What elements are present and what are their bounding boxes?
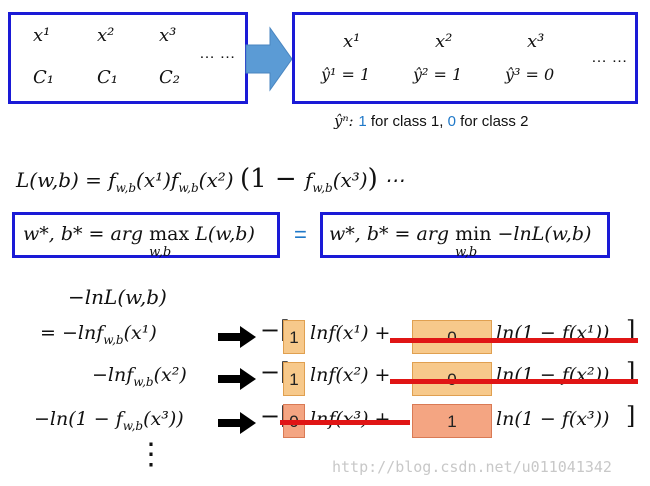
row1-term1: lnf(x¹) +: [310, 322, 391, 344]
right-ellipsis: … …: [591, 49, 628, 66]
argmax-sub: w,b: [149, 245, 172, 260]
argmax-lhs: w*, b* = arg: [23, 223, 150, 245]
row3-term2: ln(1 − f(x³)): [496, 408, 610, 430]
c2-label: C₂: [159, 67, 180, 88]
argmax-op: max: [149, 223, 190, 245]
row3-term1: lnf(x³) +: [310, 408, 391, 430]
lk-f3: f: [304, 168, 313, 192]
row1-coef-1: 1: [283, 320, 305, 354]
row2-left-text: −lnf: [92, 364, 134, 386]
lk-s3: w,b: [312, 181, 333, 195]
x1-label-right: x¹: [343, 31, 361, 52]
row1-coef-2: 0: [412, 320, 492, 354]
row2-left: −lnfw,b(x²): [92, 364, 187, 389]
lk-p2: ): [367, 164, 378, 194]
argmin-sub: w,b: [455, 245, 478, 260]
argmin-rhs: −lnL(w,b): [491, 223, 592, 245]
row2-sub: w,b: [133, 374, 154, 389]
likelihood-equation: L(w,b) = fw,b(x¹)fw,b(x²) (1 − fw,b(x³))…: [16, 164, 404, 195]
argmin-lhs: w*, b* = arg: [329, 223, 456, 245]
row2-coef-1: 1: [283, 362, 305, 396]
c1-label-a: C₁: [33, 67, 54, 88]
row1-strike: [390, 338, 638, 343]
row3-sub: w,b: [122, 418, 144, 433]
labels-box: x¹ x² x³ ŷ¹ = 1 ŷ² = 1 ŷ³ = 0 … …: [292, 12, 638, 104]
lk-f2: f: [170, 168, 179, 192]
row1-sub: w,b: [103, 332, 124, 347]
row3-coef-2: 1: [412, 404, 492, 438]
training-data-box: x¹ x² x³ C₁ C₁ C₂ … …: [8, 12, 248, 104]
row3-arg: (x³)): [143, 408, 184, 430]
legend-suffix: for class 2: [455, 113, 529, 130]
row3-bracket-close: ]: [626, 402, 636, 430]
lk-f1: f: [108, 168, 116, 192]
lk-a2: (x²): [198, 168, 234, 192]
right-arrow-icon: [245, 26, 293, 92]
watermark: http://blog.csdn.net/u011041342: [332, 458, 612, 476]
argmin-op: min: [455, 223, 492, 245]
vertical-ellipsis: ⋮: [136, 438, 166, 471]
legend-one: 1: [358, 113, 367, 130]
x2-label-right: x²: [435, 31, 453, 52]
y1-label: ŷ¹ = 1: [321, 65, 371, 84]
equals-sign: =: [294, 222, 307, 247]
y2-label: ŷ² = 1: [413, 65, 463, 84]
lk-tail: ⋯: [377, 168, 405, 192]
left-ellipsis: … …: [199, 45, 236, 62]
row2-arg: (x²): [153, 364, 187, 386]
argmax-rhs: L(w,b): [189, 223, 255, 245]
x2-label: x²: [97, 25, 115, 46]
lk-lhs: L(w,b) =: [16, 168, 109, 192]
class-legend: ŷⁿ: 1 for class 1, 0 for class 2: [334, 112, 528, 130]
arrow-icon-row1: [218, 326, 256, 348]
legend-prefix: ŷⁿ:: [334, 112, 359, 130]
c1-label-b: C₁: [97, 67, 118, 88]
row2-bracket-close: ]: [626, 358, 636, 386]
legend-mid: for class 1,: [366, 113, 448, 130]
arrow-icon-row2: [218, 368, 256, 390]
row3-strike: [280, 420, 410, 425]
row2-term1: lnf(x²) +: [310, 364, 391, 386]
legend-zero: 0: [447, 113, 456, 130]
lk-a1: (x¹): [136, 168, 171, 192]
row1-bracket-close: ]: [626, 316, 636, 344]
lk-a3: (x³): [332, 168, 368, 192]
row1-left: = −lnfw,b(x¹): [40, 322, 157, 347]
row1-left-text: = −lnf: [40, 322, 104, 344]
row3-left-text: −ln(1 − f: [34, 408, 123, 430]
row3-left: −ln(1 − fw,b(x³)): [34, 408, 184, 433]
row1-arg: (x¹): [123, 322, 157, 344]
x1-label: x¹: [33, 25, 51, 46]
row2-strike: [390, 379, 638, 384]
x3-label-right: x³: [527, 31, 545, 52]
arrow-icon-row3: [218, 412, 256, 434]
x3-label: x³: [159, 25, 177, 46]
lk-s1: w,b: [115, 181, 137, 195]
y3-label: ŷ³ = 0: [505, 65, 555, 84]
neg-log-likelihood: −lnL(w,b): [68, 285, 167, 309]
lk-s2: w,b: [178, 181, 199, 195]
lk-p1: (1 −: [239, 164, 305, 194]
